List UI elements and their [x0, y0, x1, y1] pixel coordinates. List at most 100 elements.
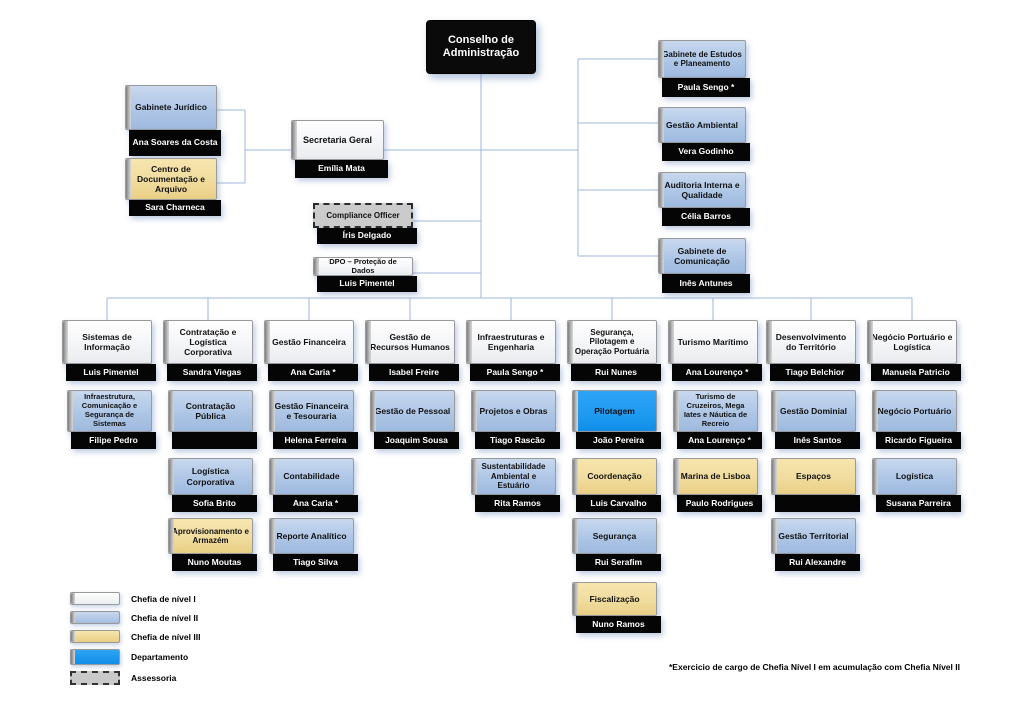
- org-box-title: Reporte Analítico: [269, 518, 354, 554]
- org-box-name: Nuno Ramos: [576, 616, 661, 633]
- org-box-name: Joaquim Sousa: [374, 432, 459, 449]
- legend-item-departamento: Departamento: [70, 649, 200, 665]
- org-box-title: Gabinete Jurídico: [125, 85, 217, 130]
- org-box-title: Marina de Lisboa: [673, 458, 758, 495]
- org-box-turismo-cruzeiros-mega-iates-nautica-recreio: Turismo de Cruzeiros, Mega Iates e Náuti…: [673, 390, 762, 449]
- org-box-title: Secretaria Geral: [291, 120, 384, 160]
- org-box-title: Compliance Officer: [313, 203, 413, 228]
- org-box-name: Ana Lourenço *: [677, 432, 762, 449]
- org-box-name: Luis Pimentel: [317, 276, 417, 292]
- org-box-title: Conselho de Administração: [426, 20, 536, 74]
- org-box-title: Contabilidade: [269, 458, 354, 495]
- org-box-title: Coordenação: [572, 458, 657, 495]
- org-box-name: Ana Caria *: [273, 495, 358, 512]
- org-box-title: Segurança: [572, 518, 657, 554]
- org-box-name: Luis Carvalho: [576, 495, 661, 512]
- org-box-name: Tiago Belchior: [770, 364, 860, 381]
- legend-label: Assessoria: [131, 673, 177, 683]
- org-box-name: Paula Sengo *: [662, 78, 750, 97]
- org-box-name: Paulo Rodrigues: [677, 495, 762, 512]
- org-box-contratacao-publica: Contratação Pública: [168, 390, 257, 449]
- legend-label: Departamento: [131, 652, 189, 662]
- org-box-title: Contratação Pública: [168, 390, 253, 432]
- org-box-name: Ana Soares da Costa: [129, 130, 221, 156]
- org-box-name: Tiago Silva: [273, 554, 358, 571]
- org-box-title: Negócio Portuário: [872, 390, 957, 432]
- org-box-name: Manuela Patricio: [871, 364, 961, 381]
- org-box-infraestrutura-comunicacao-seguranca-sistemas: Infraestrutura, Comunicação e Segurança …: [67, 390, 156, 449]
- org-box-title: Logística Corporativa: [168, 458, 253, 495]
- legend-item-chefia-nivel-2: Chefia de nível II: [70, 611, 200, 624]
- org-box-name: Inês Antunes: [662, 274, 750, 293]
- org-box-title: Auditoria Interna e Qualidade: [658, 172, 746, 208]
- org-box-title: Contratação e Logística Corporativa: [163, 320, 253, 364]
- org-box-title: Gabinete de Comunicação: [658, 238, 746, 274]
- org-box-name: Vera Godinho: [662, 143, 750, 161]
- org-box-title: Gestão Financeira: [264, 320, 354, 364]
- legend: Chefia de nível I Chefia de nível II Che…: [70, 592, 200, 685]
- org-box-title: Gestão Dominial: [771, 390, 856, 432]
- org-box-name: Luis Pimentel: [66, 364, 156, 381]
- org-box-title: Pilotagem: [572, 390, 657, 432]
- org-box-title: Gestão de Recursos Humanos: [365, 320, 455, 364]
- org-box-name: Ana Lourenço *: [672, 364, 762, 381]
- org-box-espacos: Espaços: [771, 458, 860, 512]
- org-box-title: Turismo Marítimo: [668, 320, 758, 364]
- org-box-title: Gabinete de Estudos e Planeamento: [658, 40, 746, 78]
- legend-swatch-assessoria: [70, 671, 120, 685]
- legend-item-chefia-nivel-1: Chefia de nível I: [70, 592, 200, 605]
- org-box-name: Sara Charneca: [129, 200, 221, 216]
- org-box-title: Gestão Ambiental: [658, 107, 746, 143]
- org-box-title: Segurança, Pilotagem e Operação Portuári…: [567, 320, 657, 364]
- org-box-name: João Pereira: [576, 432, 661, 449]
- org-box-name: Susana Parreira: [876, 495, 961, 512]
- org-box-title: Logística: [872, 458, 957, 495]
- org-box-name: Sofia Brito: [172, 495, 257, 512]
- org-box-title: Centro de Documentação e Arquivo: [125, 158, 217, 200]
- org-box-name: Rui Alexandre: [775, 554, 860, 571]
- legend-label: Chefia de nível III: [131, 631, 201, 642]
- org-box-title: Negócio Portuário e Logística: [867, 320, 957, 364]
- org-box-title: Projetos e Obras: [471, 390, 556, 432]
- org-box-title: Gestão Financeira e Tesouraria: [269, 390, 354, 432]
- org-box-title: Desenvolvimento do Território: [766, 320, 856, 364]
- org-box-name: Ana Caria *: [268, 364, 358, 381]
- legend-item-chefia-nivel-3: Chefia de nível III: [70, 630, 200, 643]
- org-box-title: Infraestrutura, Comunicação e Segurança …: [67, 390, 152, 432]
- org-box-name: Nuno Moutas: [172, 554, 257, 571]
- legend-label: Chefia de nível II: [131, 612, 199, 623]
- org-box-name: Paula Sengo *: [470, 364, 560, 381]
- org-box-title: Infraestruturas e Engenharia: [466, 320, 556, 364]
- org-box-name: Célia Barros: [662, 208, 750, 226]
- org-box-name: Inês Santos: [775, 432, 860, 449]
- org-box-title: Espaços: [771, 458, 856, 495]
- org-box-name: Tiago Rascão: [475, 432, 560, 449]
